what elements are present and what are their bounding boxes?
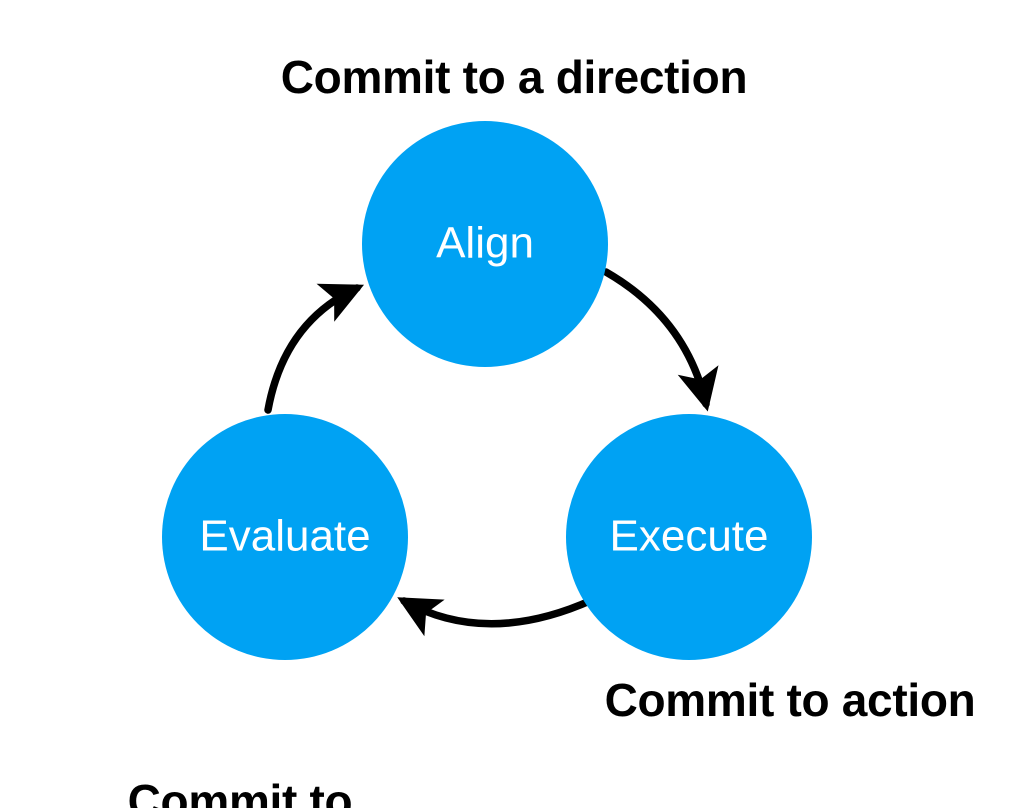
align-label: Align	[436, 219, 534, 268]
node-evaluate[interactable]: Evaluate	[162, 414, 408, 660]
caption-bottom-left-line1: Commit to	[127, 774, 353, 808]
execute-circle[interactable]	[566, 414, 812, 660]
caption-bottom-left: Commit to closing the loop	[20, 665, 460, 808]
node-execute[interactable]: Execute	[566, 414, 812, 660]
arrow-align-to-execute	[602, 268, 719, 412]
node-align[interactable]: Align	[362, 121, 608, 367]
caption-top: Commit to a direction	[280, 51, 748, 103]
align-circle[interactable]	[362, 121, 608, 367]
arrow-execute-to-evaluate	[397, 596, 596, 637]
arrow-evaluate-to-align	[264, 283, 365, 414]
evaluate-label: Evaluate	[199, 512, 370, 561]
evaluate-circle[interactable]	[162, 414, 408, 660]
caption-bottom-right: Commit to action	[604, 674, 976, 726]
execute-label: Execute	[610, 512, 769, 561]
